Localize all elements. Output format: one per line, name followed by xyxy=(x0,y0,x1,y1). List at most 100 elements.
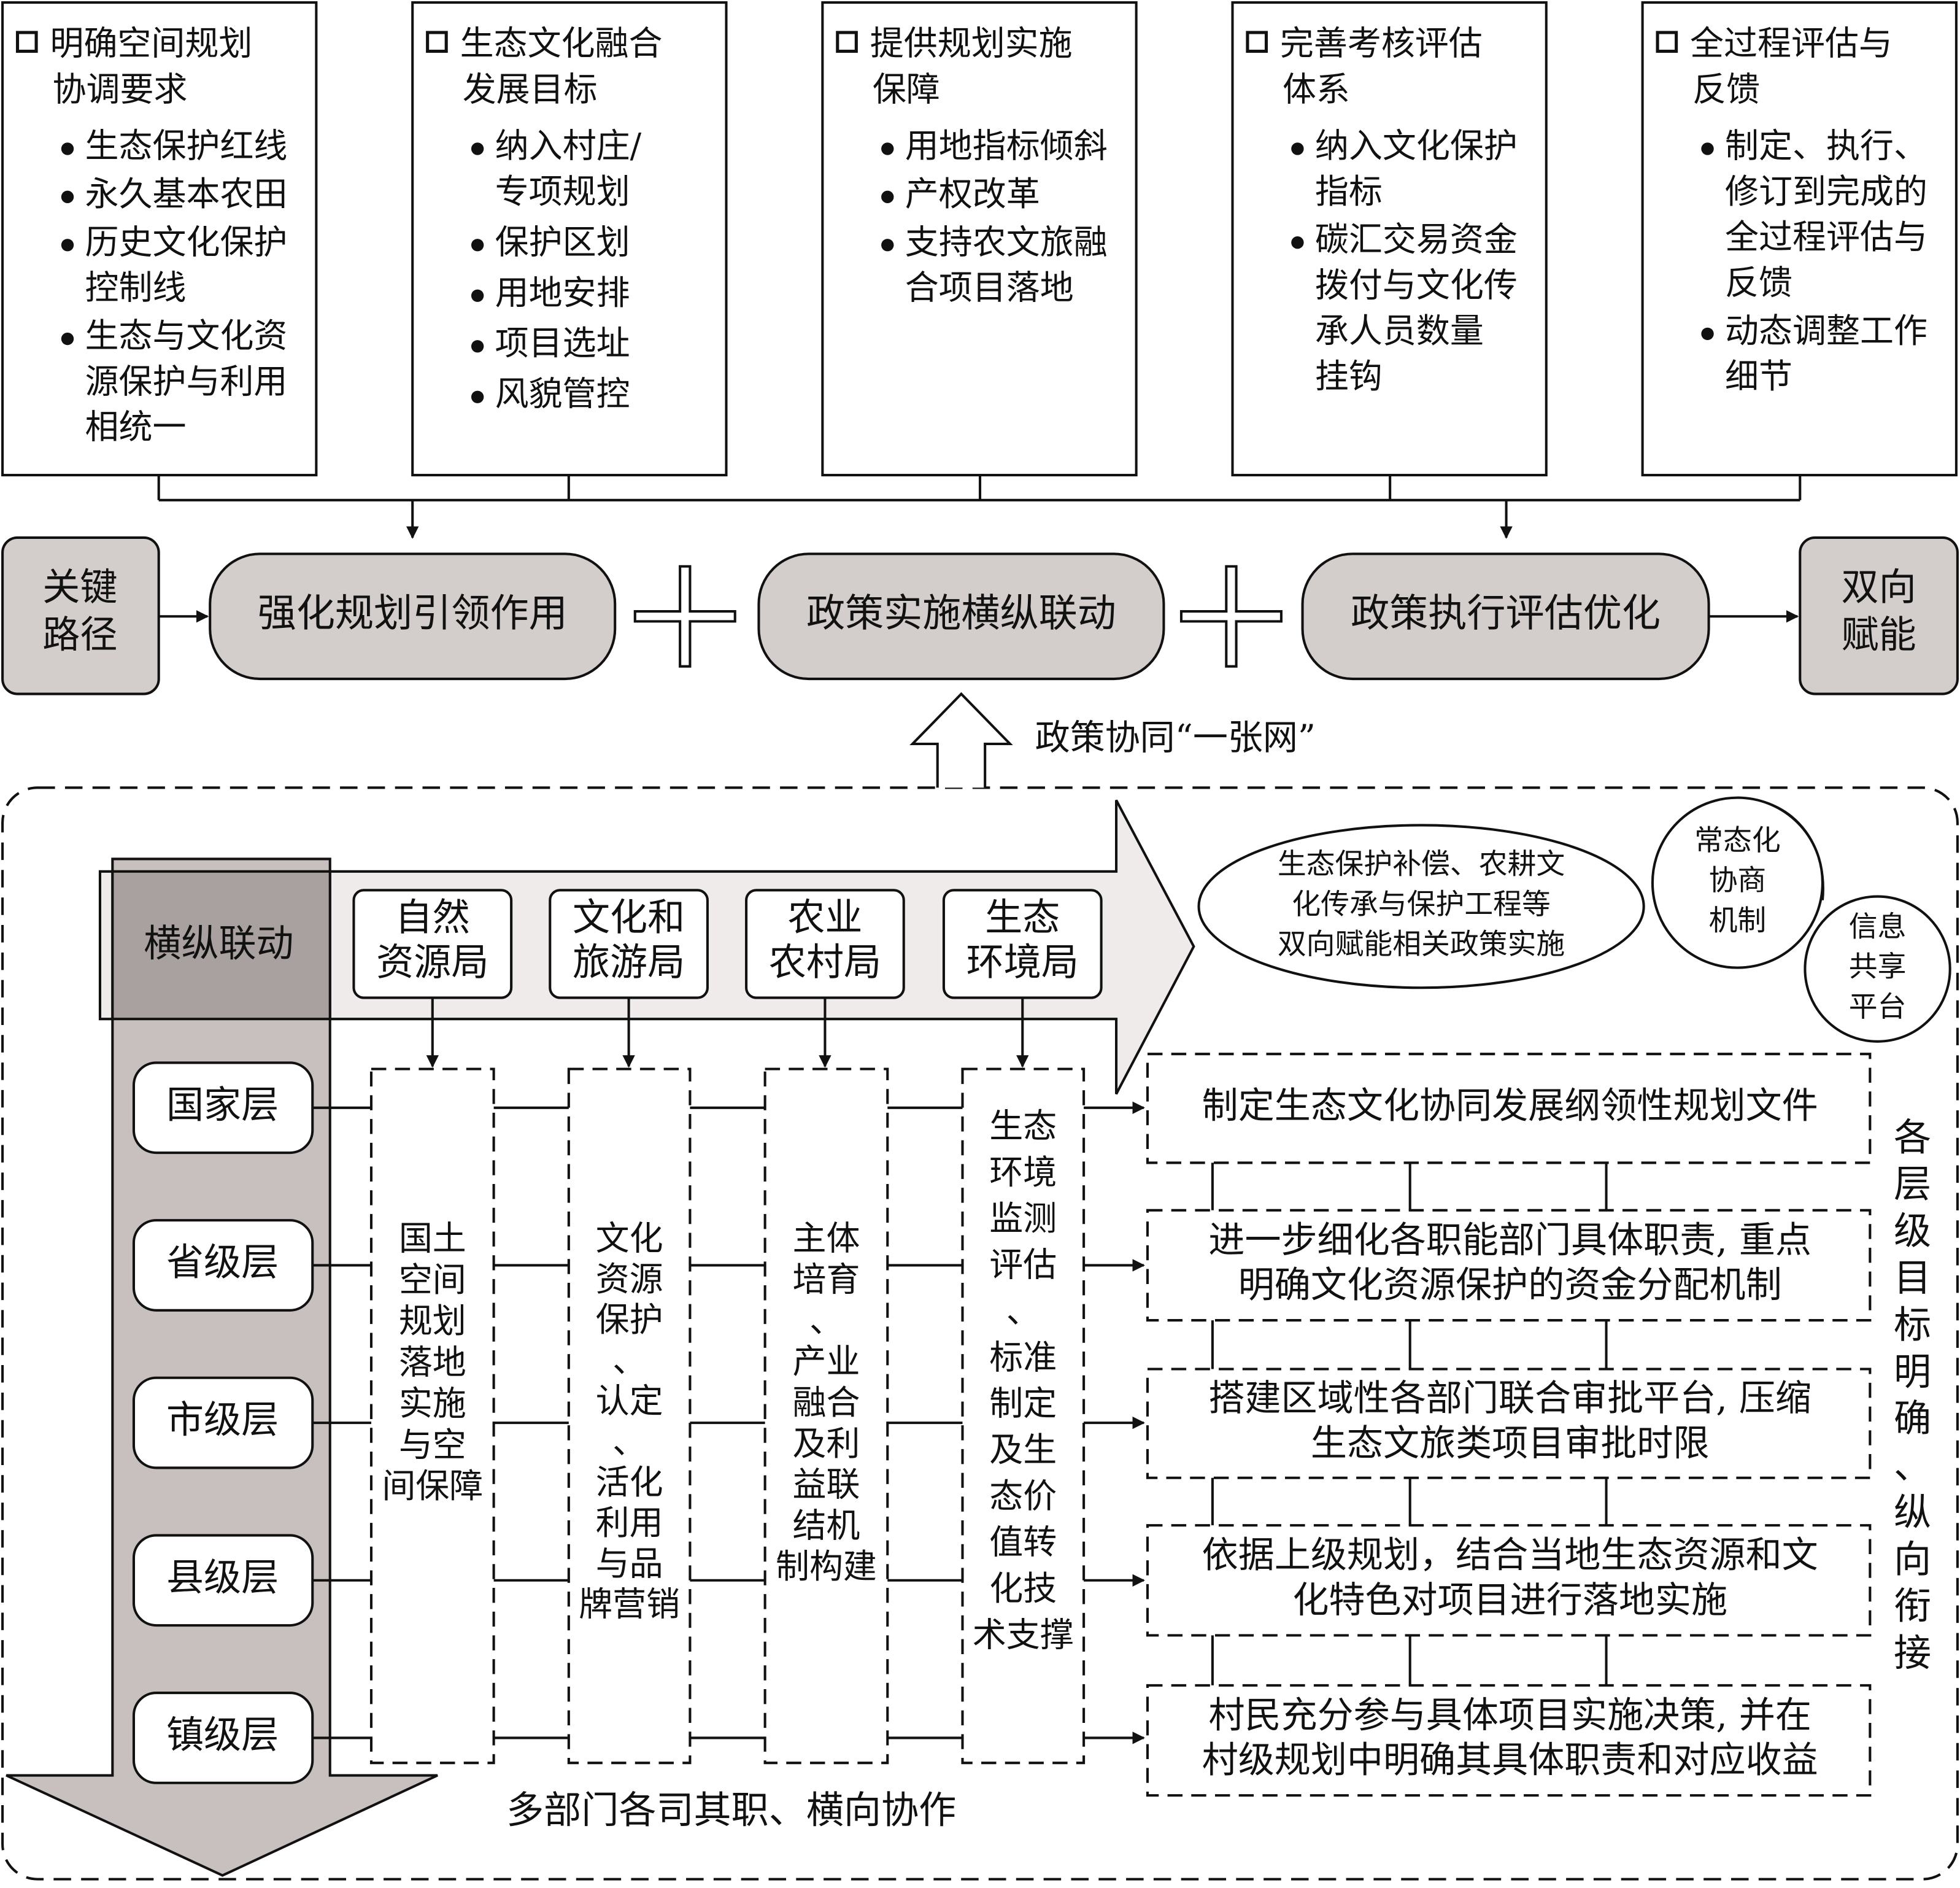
bullet-icon xyxy=(881,142,894,155)
top-box-bullet: 项目选址 xyxy=(495,323,630,363)
column-text: 实施 xyxy=(399,1384,466,1423)
column-text: 结机 xyxy=(792,1506,860,1545)
top-box-bullet: 碳汇交易资金 xyxy=(1315,220,1518,259)
vertical-label: 各 xyxy=(1894,1116,1931,1159)
column-text: 落地 xyxy=(399,1342,466,1382)
column-text: 融合 xyxy=(792,1383,860,1422)
top-box-bullet: 产权改革 xyxy=(905,174,1040,214)
column-text: 文化 xyxy=(596,1219,663,1258)
department-label: 农村局 xyxy=(769,941,881,985)
top-box xyxy=(1641,1,1958,477)
column-text: 制构建 xyxy=(776,1547,877,1586)
bullet-icon xyxy=(471,239,484,252)
top-box-bullet: 保护区划 xyxy=(495,222,630,261)
task-text: 依据上级规划，结合当地生态资源和文 xyxy=(1202,1534,1818,1576)
step-label: 政策执行评估优化 xyxy=(1351,590,1661,636)
top-box-bullet: 承人员数量 xyxy=(1315,311,1484,350)
circle-text: 平台 xyxy=(1849,991,1907,1024)
vertical-label: 级 xyxy=(1894,1210,1931,1253)
column-text: 活化 xyxy=(596,1463,663,1502)
bullet-icon xyxy=(1701,327,1714,341)
checkbox-icon xyxy=(1656,31,1678,53)
vertical-label: 层 xyxy=(1894,1163,1931,1206)
department-label: 资源局 xyxy=(376,941,488,985)
top-box-bullet: 相统一 xyxy=(85,408,187,447)
column-text: 主体 xyxy=(792,1219,860,1258)
bullet-icon xyxy=(471,340,484,353)
bullet-icon xyxy=(471,142,484,155)
step-pill xyxy=(209,552,617,681)
checkbox-icon xyxy=(426,31,448,53)
policy-ellipse xyxy=(1197,824,1645,989)
task-text: 进一步细化各职能部门具体职责, 重点 xyxy=(1208,1218,1811,1261)
top-box-title: 全过程评估与 xyxy=(1690,23,1892,63)
bottom-label: 多部门各司其职、横向协作 xyxy=(506,1789,956,1832)
task-box xyxy=(1146,1368,1872,1479)
step-label: 政策实施横纵联动 xyxy=(806,590,1116,636)
top-box-title: 提供规划实施 xyxy=(870,23,1073,63)
column-text: 牌营销 xyxy=(579,1585,680,1624)
consultation-circle xyxy=(1651,796,1824,969)
top-box-bullet: 永久基本农田 xyxy=(85,174,288,214)
top-box-bullet: 全过程评估与 xyxy=(1725,217,1927,257)
linkage-overlap xyxy=(111,870,331,1021)
level-label: 镇级层 xyxy=(166,1714,279,1757)
top-box-bullet: 指标 xyxy=(1315,172,1383,211)
level-label: 省级层 xyxy=(166,1241,279,1285)
column-text: 与空 xyxy=(399,1425,466,1464)
column-text: 规划 xyxy=(399,1301,466,1341)
top-box-title: 发展目标 xyxy=(463,70,598,109)
vertical-label: 目 xyxy=(1894,1256,1931,1300)
column-text: 产业 xyxy=(792,1342,860,1381)
level-label: 国家层 xyxy=(166,1083,279,1127)
bullet-icon xyxy=(1291,236,1304,249)
bullet-icon xyxy=(61,332,74,346)
top-box-title: 体系 xyxy=(1283,70,1350,109)
top-box-bullet: 纳入文化保护 xyxy=(1315,126,1518,165)
column-text: 值转 xyxy=(989,1523,1057,1562)
bullet-icon xyxy=(471,390,484,403)
column-text: 资源 xyxy=(596,1259,663,1299)
column-text: 生态 xyxy=(989,1106,1057,1145)
end-label: 赋能 xyxy=(1842,613,1916,657)
task-text: 化特色对项目进行落地实施 xyxy=(1292,1579,1727,1621)
department-label: 环境局 xyxy=(966,941,1079,985)
bullet-icon xyxy=(881,239,894,252)
vertical-label: 纵 xyxy=(1894,1491,1931,1534)
task-text: 明确文化资源保护的资金分配机制 xyxy=(1238,1264,1782,1306)
column-text: 保护 xyxy=(596,1300,663,1339)
task-text: 村级规划中明确其具体职责和对应收益 xyxy=(1202,1739,1818,1781)
vertical-label: 衔 xyxy=(1894,1585,1931,1628)
column-text: 术支撑 xyxy=(973,1615,1074,1654)
checkbox-icon xyxy=(1246,31,1268,53)
task-box xyxy=(1146,1053,1872,1164)
column-text: 间保障 xyxy=(382,1466,483,1506)
bullet-icon xyxy=(61,239,74,252)
responsibility-column xyxy=(763,1067,889,1765)
column-text: 环境 xyxy=(989,1153,1057,1192)
top-box-bullet: 拨付与文化传 xyxy=(1315,266,1518,305)
plus-icon xyxy=(1179,565,1283,668)
plus-icon xyxy=(633,565,736,668)
top-box-title: 明确空间规划 xyxy=(50,23,252,63)
top-box-bullet: 风貌管控 xyxy=(495,374,630,414)
task-text: 制定生态文化协同发展纲领性规划文件 xyxy=(1202,1084,1818,1126)
top-box-bullet: 源保护与利用 xyxy=(85,362,288,401)
top-box-bullet: 修订到完成的 xyxy=(1725,172,1927,211)
task-text: 村民充分参与具体项目实施决策, 并在 xyxy=(1208,1693,1811,1736)
task-box xyxy=(1146,1209,1872,1322)
top-box-bullet: 反馈 xyxy=(1725,263,1792,302)
circle-text: 常态化 xyxy=(1694,824,1781,857)
top-box-bullet: 专项规划 xyxy=(495,172,630,211)
top-box-title: 协调要求 xyxy=(53,70,188,109)
vertical-label: 标 xyxy=(1894,1303,1931,1347)
circle-text: 机制 xyxy=(1709,904,1767,937)
top-box-bullet: 细节 xyxy=(1725,357,1792,396)
top-box-bullet: 用地安排 xyxy=(495,273,630,312)
top-box-bullet: 合项目落地 xyxy=(905,268,1074,308)
column-text: 评估 xyxy=(989,1245,1057,1285)
column-text: 、 xyxy=(612,1422,646,1461)
top-box xyxy=(1,1,318,477)
vertical-label: 确 xyxy=(1894,1397,1931,1441)
bullet-icon xyxy=(1291,142,1304,155)
